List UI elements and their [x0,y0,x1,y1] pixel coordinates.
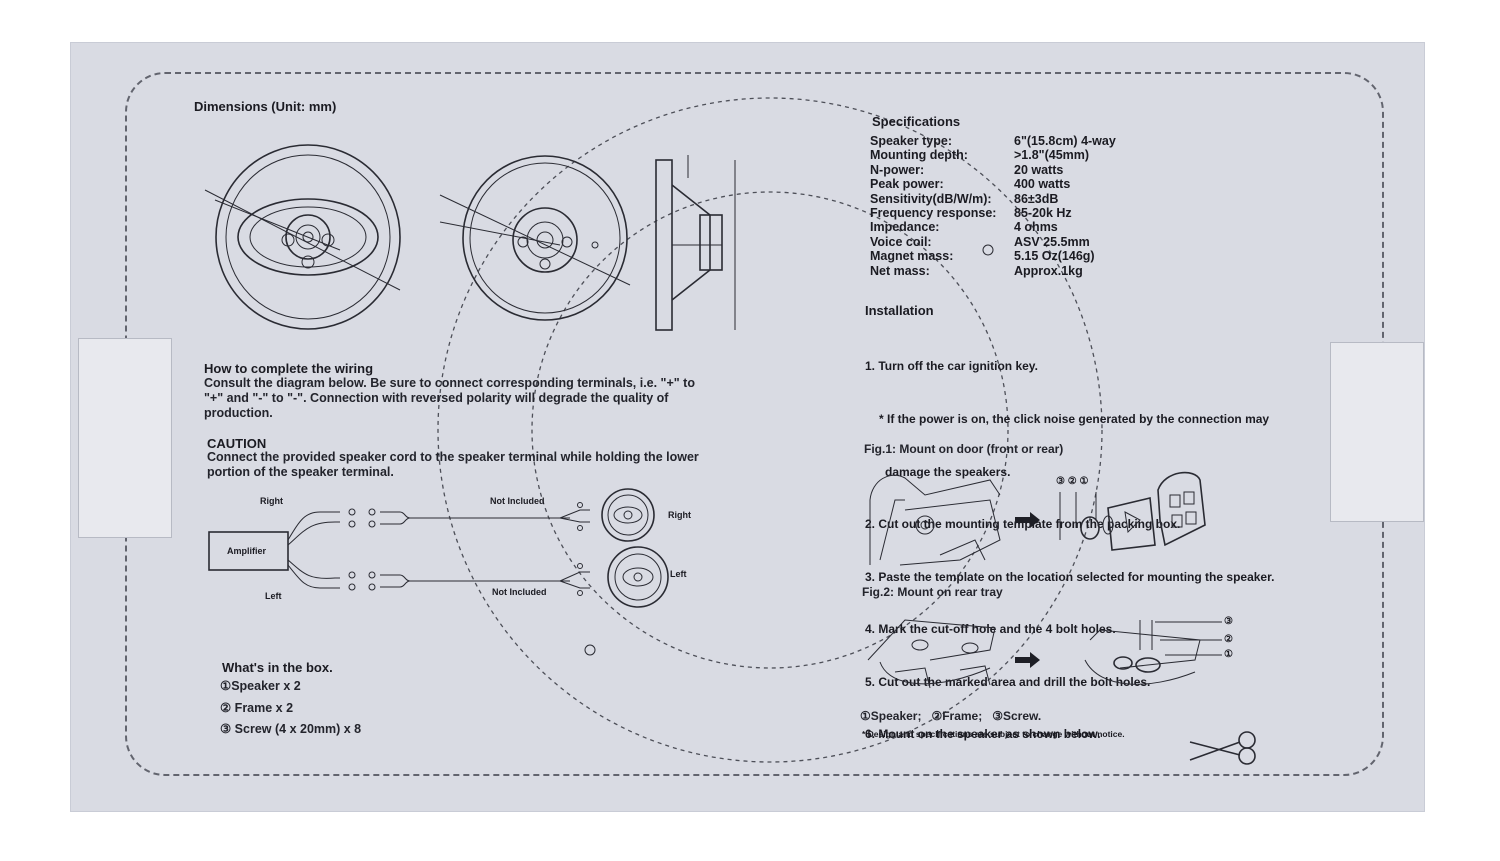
spec-key: Mounting depth: [870,148,968,163]
spec-row: Sensitivity(dB/W/m): 86±3dB [870,192,1116,206]
installation-line: 1. Turn off the car ignition key. [865,359,1038,374]
spec-value: 400 watts [1014,177,1071,192]
spec-key: Magnet mass: [870,249,954,264]
spec-value: 4 ohms [1014,220,1058,235]
amplifier-label: Amplifier [227,546,267,556]
spec-row: Frequency response: 85-20k Hz [870,206,1116,220]
fig1-door-illustration [869,474,1001,566]
installation-line: damage the speakers. [885,464,1011,479]
packaging-sheet [70,42,1425,812]
amplifier-box [208,531,289,571]
box-item-1: ①Speaker x 2 [220,679,301,693]
spec-value: >1.8"(45mm) [1014,148,1090,163]
spec-value: ASV 25.5mm [1014,234,1090,249]
disclaimer-note: * Design and specifications are subject … [862,729,1125,739]
wiring-line-2: "+" and "-" to "-". Connection with reve… [204,391,669,405]
spec-key: Speaker type: [870,134,952,148]
specs-title: Specifications [872,114,961,129]
spec-row: Peak power: 400 watts [870,177,1116,191]
arrow-icon [1015,652,1040,668]
spec-key: Impedance: [870,220,940,235]
caution-title: CAUTION [207,436,267,451]
left-wire-label: Left [265,591,282,601]
spec-key: Frequency response: [870,206,997,221]
speaker-frame-view [439,155,631,321]
left-speaker-label: Left [670,569,687,579]
caution-line-1: Connect the provided speaker cord to the… [207,450,699,464]
fig2-exploded-tray [1084,620,1222,685]
spec-value: 86±3dB [1014,191,1059,206]
wiring-line-3: production. [204,406,273,420]
box-item-2: ② Frame x 2 [220,701,294,715]
fig2-num-1: ① [1224,649,1233,660]
spec-row: Speaker type: 6"(15.8cm) 4-way [870,134,1116,148]
fig1-caption: Fig.1: Mount on door (front or rear) [864,442,1064,456]
spec-key: Peak power: [870,177,944,192]
fig2-num-2: ② [1224,634,1233,645]
spec-value: 85-20k Hz [1014,206,1072,221]
spec-row: Voice coil: ASV 25.5mm [870,235,1116,249]
not-included-bottom: Not Included [492,587,547,597]
wiring-title: How to complete the wiring [204,361,374,376]
spec-key: Net mass: [870,263,930,278]
fig1-numbers: ③ ② ① [1056,476,1089,487]
spec-row: Mounting depth: >1.8"(45mm) [870,148,1116,162]
spec-value: Approx.1kg [1014,263,1083,278]
installation-line: 2. Cut out the mounting template from th… [865,517,1181,532]
left-flap [78,338,172,538]
fig1-exploded-parts [1059,471,1206,551]
not-included-top: Not Included [490,496,545,506]
spec-value: 20 watts [1014,162,1064,177]
fig2-rear-tray-illustration [867,619,996,689]
dimensions-title: Dimensions (Unit: mm) [194,99,337,114]
installation-steps: 1. Turn off the car ignition key. * If t… [865,321,1274,761]
speaker-side-view [655,155,736,331]
spec-key: N-power: [870,162,925,177]
box-title: What's in the box. [222,660,333,675]
wiring-line-1: Consult the diagram below. Be sure to co… [204,376,695,390]
spec-row: Net mass: Approx.1kg [870,264,1116,278]
spec-row: N-power: 20 watts [870,163,1116,177]
specs-table: Speaker type: 6"(15.8cm) 4-way Mounting d… [870,134,1116,278]
installation-line: 5. Cut out the marked area and drill the… [865,674,1151,689]
spec-key: Sensitivity(dB/W/m): [870,191,992,206]
arrow-icon [1015,512,1040,528]
spec-row: Magnet mass: 5.15 Oz(146g) [870,249,1116,263]
installation-line: 3. Paste the template on the location se… [865,569,1275,584]
fig2-num-3: ③ [1224,616,1233,627]
spec-row: Impedance: 4 ohms [870,220,1116,234]
right-speaker-label: Right [668,510,691,520]
box-item-3: ③ Screw (4 x 20mm) x 8 [220,722,362,736]
right-wire-label: Right [260,496,283,506]
caution-line-2: portion of the speaker terminal. [207,465,394,479]
right-flap [1330,342,1424,522]
installation-title: Installation [865,303,934,318]
parts-legend: ①Speaker; ②Frame; ③Screw. [860,709,1042,723]
fig2-caption: Fig.2: Mount on rear tray [862,585,1003,599]
installation-line: * If the power is on, the click noise ge… [879,411,1270,426]
spec-key: Voice coil: [870,234,932,249]
spec-value: 5.15 Oz(146g) [1014,249,1095,264]
spec-value: 6"(15.8cm) 4-way [1014,134,1116,148]
installation-line: 4. Mark the cut-off hole and the 4 bolt … [865,622,1116,637]
speaker-front-view [204,144,401,330]
installation-line: 6. Mount on the speaker as shown below. [865,727,1101,742]
